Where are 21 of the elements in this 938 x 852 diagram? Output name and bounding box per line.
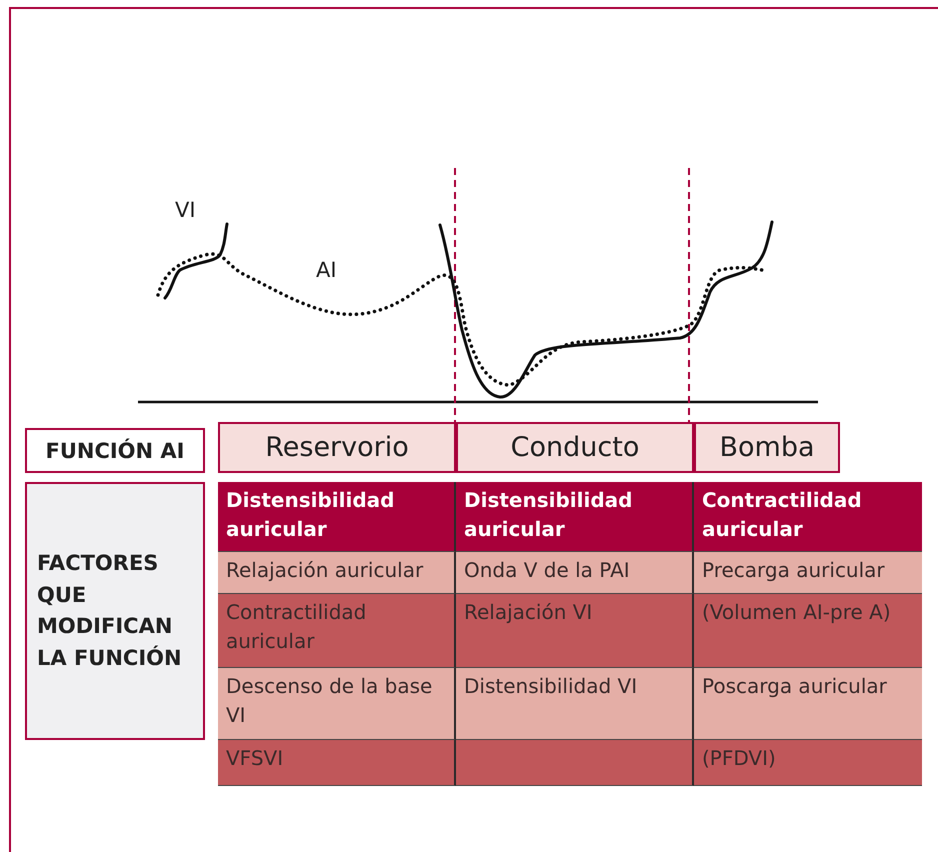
- phase-box: Reservorio: [218, 422, 456, 473]
- table-cell: Poscarga auricular: [694, 668, 922, 740]
- table-cell: Precarga auricular: [694, 552, 922, 594]
- table-cell: Contractilidad auricular: [218, 594, 456, 668]
- column-header: Distensibilidad auricular: [218, 482, 456, 552]
- table-cell: VFSVI: [218, 740, 456, 786]
- curve-label: AI: [316, 258, 337, 282]
- table-cell: (Volumen AI-pre A): [694, 594, 922, 668]
- table-cell: Relajación auricular: [218, 552, 456, 594]
- table-cell: (PFDVI): [694, 740, 922, 786]
- table-cell: Descenso de la base VI: [218, 668, 456, 740]
- phase-box: Bomba: [694, 422, 840, 473]
- row-heading-box: FUNCIÓN AI: [25, 428, 205, 473]
- curve-label: VI: [175, 198, 196, 222]
- row-heading-box: FACTORES QUE MODIFICAN LA FUNCIÓN: [25, 482, 205, 740]
- table-cell: Distensibilidad VI: [456, 668, 694, 740]
- phase-box: Conducto: [456, 422, 694, 473]
- column-header: Contractilidad auricular: [694, 482, 922, 552]
- table-cell: Onda V de la PAI: [456, 552, 694, 594]
- table-cell: Relajación VI: [456, 594, 694, 668]
- column-header: Distensibilidad auricular: [456, 482, 694, 552]
